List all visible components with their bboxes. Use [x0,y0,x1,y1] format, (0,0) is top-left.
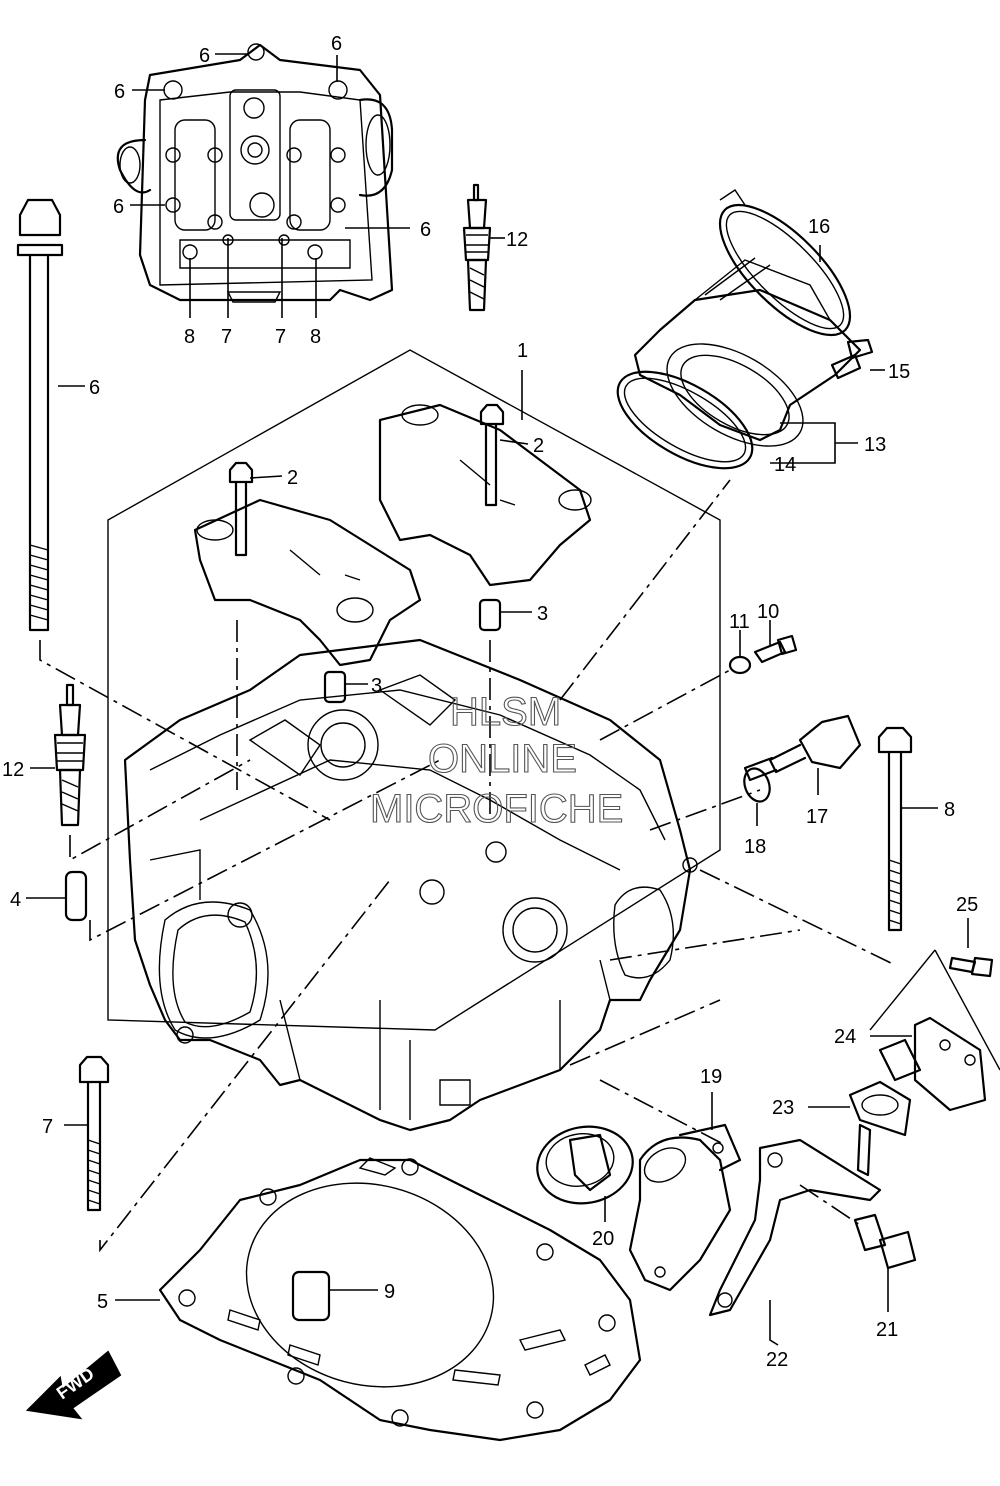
callout-10: 10 [757,601,779,623]
callout-19: 19 [700,1066,722,1088]
callout-leader-lines [26,53,969,1346]
spark-plug-left [53,683,87,827]
callout-2: 2 [287,467,298,489]
intake-clamp-16 [718,189,852,337]
callout-23: 23 [772,1097,794,1119]
callout-9: 9 [384,1281,395,1303]
callout-6: 6 [199,45,210,67]
dowel-pin-4 [64,870,88,922]
callout-7: 7 [221,326,232,348]
callout-11: 11 [729,611,750,633]
callout-13: 13 [864,434,886,456]
intake-screw-15 [830,338,874,380]
bolt-7-left [78,1055,110,1212]
cylinder-head-gasket [158,1157,642,1442]
water-pipe-22 [708,1123,882,1317]
thermostat-housing-19 [628,1123,742,1292]
callout-6: 6 [113,196,124,218]
callout-21: 21 [876,1319,898,1341]
callout-15: 15 [888,361,910,383]
intake-pipe-assembly [633,257,862,447]
watermark-line-2: ONLINE [428,737,577,781]
callout-1: 1 [517,340,528,362]
watermark-line-1: HLSM [450,690,561,734]
cylinder-head-outline-box [107,349,721,1031]
intake-o-ring-14 [616,370,754,470]
dowel-pin-right [478,598,502,632]
callout-labels: 1 2 2 3 3 4 5 6 6 6 6 6 6 7 7 7 8 8 8 9 … [2,33,978,1371]
callout-8: 8 [310,326,321,348]
callout-24: 24 [834,1026,856,1048]
cylinder-head-body [123,638,698,1132]
bolt-8-right [877,726,913,932]
callout-6: 6 [331,33,342,55]
callout-3: 3 [537,603,548,625]
gasket-23 [848,1080,912,1137]
callout-4: 4 [10,889,21,911]
dowel-pin-left [323,670,347,704]
temperature-sensor-17 [743,714,862,782]
assembly-guide-lines [39,479,1000,1253]
callout-20: 20 [592,1228,614,1250]
callout-16: 16 [808,216,830,238]
long-stud-bolt [16,198,64,632]
callout-7: 7 [275,326,286,348]
forward-direction-arrow: FWD [25,1350,122,1420]
callout-8: 8 [184,326,195,348]
bracket-24 [878,1016,987,1112]
callout-18: 18 [744,836,766,858]
watermark: HLSM ONLINE MICROFICHE [369,689,623,831]
callout-22: 22 [766,1349,788,1371]
thermostat-20 [536,1125,634,1205]
camshaft-holder-bolt-right [479,403,505,507]
callout-7: 7 [42,1116,53,1138]
callout-8: 8 [944,799,955,821]
bolt-25 [948,956,994,978]
washer-11 [728,655,752,675]
bolt-10 [753,634,798,664]
camshaft-holder-exhaust [193,498,422,667]
dowel-pin-9 [291,1270,331,1322]
callout-6: 6 [114,81,125,103]
camshaft-holder-bolt-left [228,461,254,557]
spark-plug-top [462,183,492,312]
callout-12: 12 [2,759,24,781]
callout-5: 5 [97,1291,108,1313]
callout-17: 17 [806,806,828,828]
callout-2: 2 [533,435,544,457]
callout-12: 12 [506,229,528,251]
bolt-21 [853,1213,917,1270]
callout-3: 3 [371,675,382,697]
callout-6: 6 [420,219,431,241]
cylinder-head-top-view [116,43,394,303]
callout-25: 25 [956,894,978,916]
callout-6: 6 [89,377,100,399]
callout-14: 14 [774,454,796,476]
gasket-18 [743,767,771,803]
watermark-line-3: MICROFICHE [370,787,623,831]
